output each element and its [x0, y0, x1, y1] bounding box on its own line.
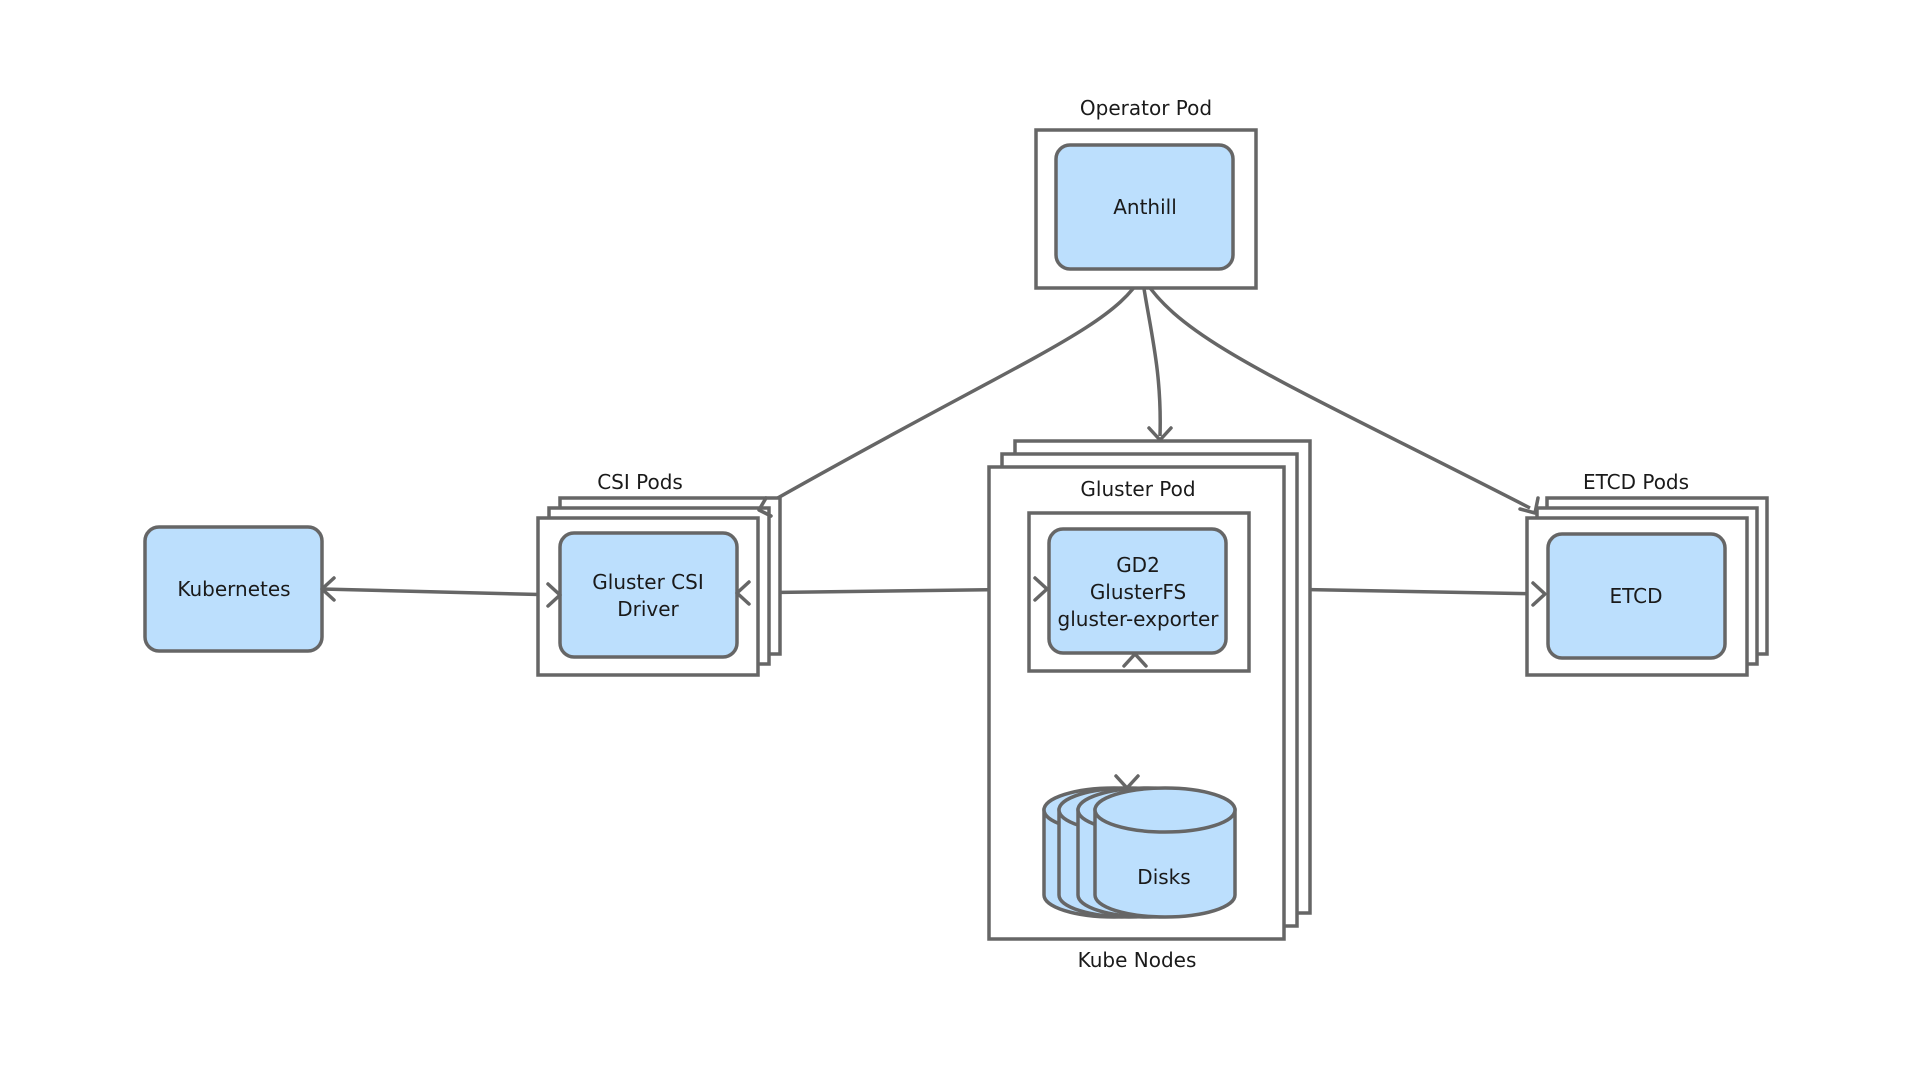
disk-front — [1093, 786, 1237, 919]
arrowhead-gd2-bottom — [1122, 652, 1148, 668]
arrowhead-csi-left — [546, 582, 562, 608]
etcd-label: ETCD — [1609, 584, 1662, 608]
arrowhead-etcd-pods — [1518, 496, 1540, 515]
disks-stack — [1042, 786, 1237, 919]
csi-driver-label-line1: Gluster CSI — [592, 570, 703, 594]
edge-anthill-to-gluster-pod — [1140, 275, 1162, 437]
arrowhead-etcd — [1531, 581, 1547, 607]
disks-label: Disks — [1137, 865, 1190, 889]
arrowhead-gluster-pod — [1147, 426, 1173, 442]
arrowhead-gd2-left — [1033, 576, 1049, 602]
arrowhead-csi-right — [735, 580, 751, 606]
edge-kubernetes-csi — [321, 587, 561, 597]
csi-driver-label-line2: Driver — [617, 597, 679, 621]
anthill-label: Anthill — [1113, 195, 1177, 219]
gd2-label-line1: GD2 — [1116, 553, 1160, 577]
csi-driver-node — [558, 531, 739, 659]
csi-pods-label: CSI Pods — [597, 470, 683, 494]
gluster-pod-label: Gluster Pod — [1080, 477, 1195, 501]
kube-nodes-label: Kube Nodes — [1078, 948, 1197, 972]
edge-anthill-to-etcd-pods — [1140, 275, 1531, 510]
arrowhead-csi-pods — [757, 496, 773, 518]
etcd-node — [1546, 532, 1727, 660]
gd2-label-line3: gluster-exporter — [1058, 607, 1220, 631]
kubernetes-label: Kubernetes — [177, 577, 290, 601]
edge-anthill-to-csi — [759, 275, 1144, 510]
etcd-pods-label: ETCD Pods — [1583, 470, 1689, 494]
arrowhead-disks — [1114, 774, 1140, 790]
gd2-label-line2: GlusterFS — [1090, 580, 1186, 604]
arrowhead-kubernetes — [320, 576, 336, 602]
anthill-node — [1054, 143, 1235, 271]
gd2-node — [1047, 527, 1228, 655]
operator-pod-label: Operator Pod — [1080, 96, 1212, 120]
